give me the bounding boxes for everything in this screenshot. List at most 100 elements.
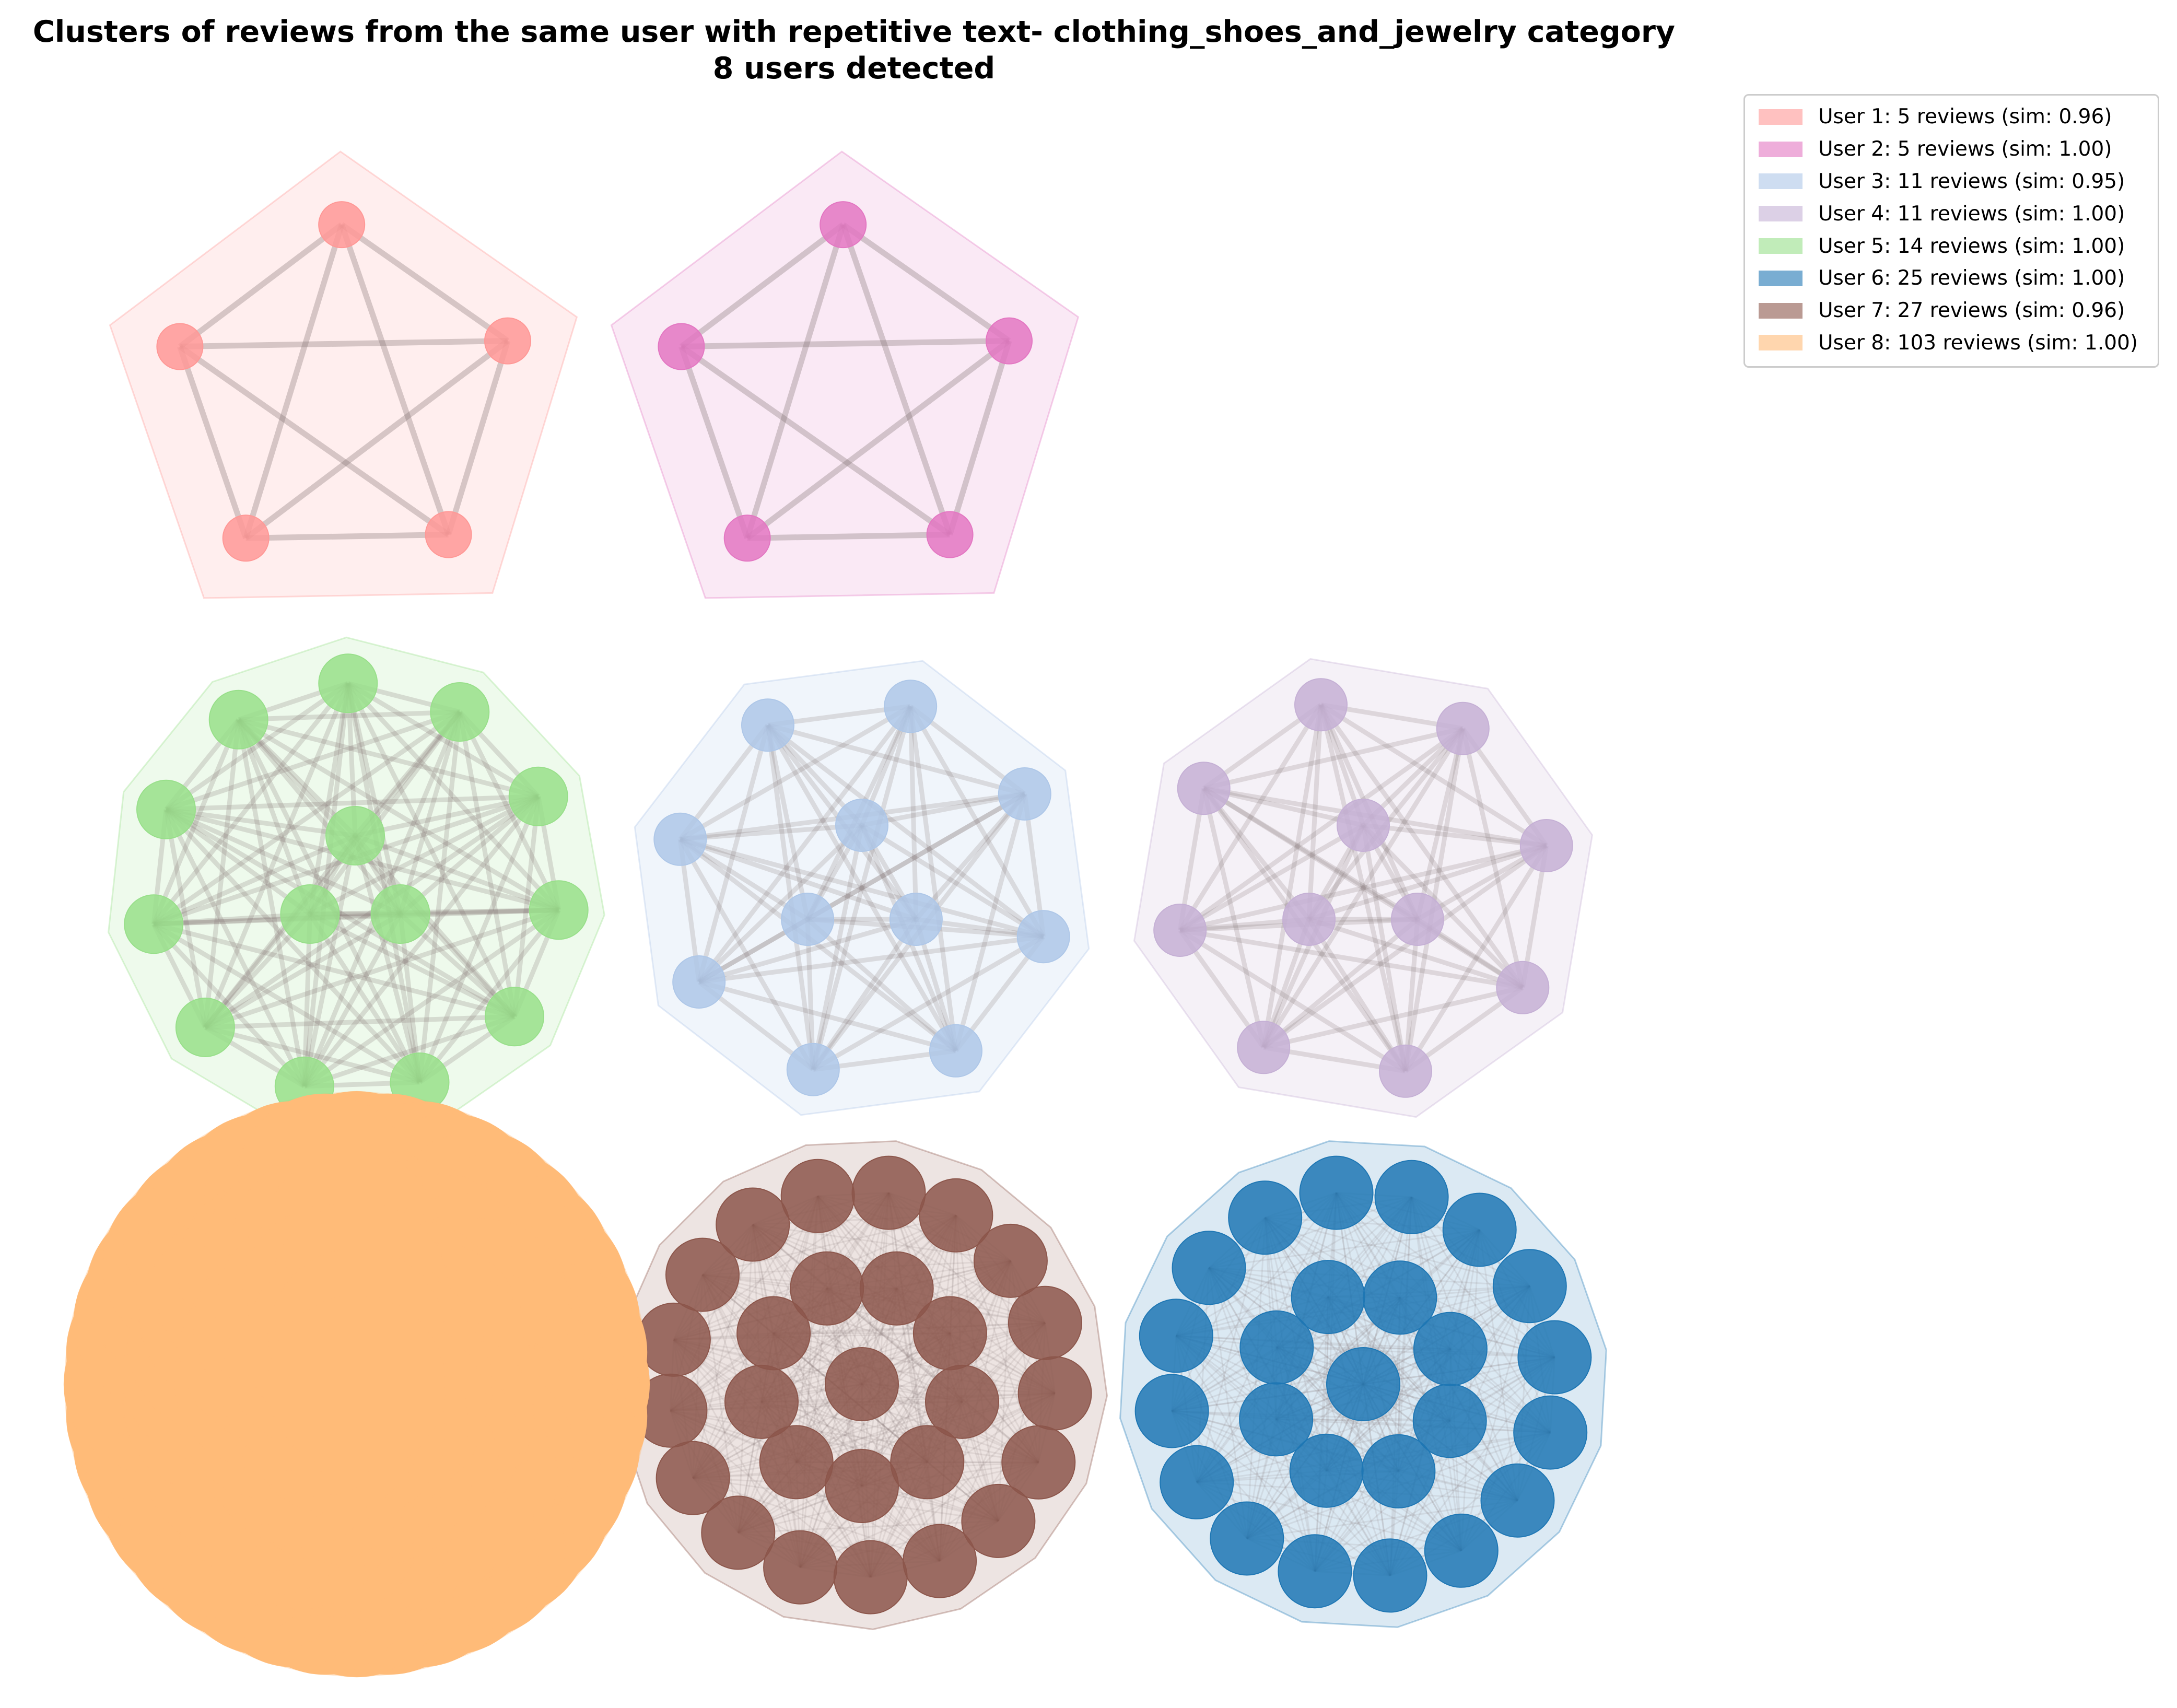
edge	[1202, 787, 1311, 921]
review-node	[825, 1347, 899, 1421]
review-node	[1442, 1192, 1517, 1267]
review-node	[222, 514, 270, 562]
edge	[417, 711, 462, 1083]
edge	[1178, 727, 1465, 932]
edge	[1361, 825, 1408, 1072]
edge	[302, 913, 403, 1087]
edge	[1208, 1267, 1462, 1551]
edge	[795, 1260, 1011, 1463]
edge	[752, 1224, 863, 1487]
edge	[673, 1339, 801, 1568]
edge	[1479, 1230, 1518, 1501]
review-node	[851, 1155, 926, 1230]
review-node	[1282, 893, 1336, 946]
edge	[773, 1332, 941, 1562]
edge	[870, 1393, 1056, 1578]
edge	[747, 532, 950, 541]
edge	[417, 908, 561, 1084]
edge	[1176, 1335, 1518, 1502]
review-node	[665, 1237, 740, 1312]
edge	[302, 794, 541, 1088]
edge	[1202, 786, 1419, 921]
edge	[1314, 1192, 1338, 1572]
edge	[1172, 1410, 1551, 1434]
edge	[164, 808, 422, 1084]
edge	[1179, 928, 1524, 990]
review-node	[763, 1530, 838, 1605]
review-node	[653, 812, 707, 866]
legend-label-user-1: User 1: 5 reviews (sim: 0.96)	[1818, 105, 2112, 129]
edge	[457, 711, 517, 1017]
edge	[997, 1260, 1012, 1521]
legend-item-user-5: User 5: 14 reviews (sim: 1.00)	[1759, 230, 2144, 262]
edge	[670, 1260, 1011, 1412]
edge	[698, 934, 1044, 985]
edge	[353, 835, 422, 1083]
edge	[896, 1288, 941, 1561]
cluster-user-4	[1153, 678, 1573, 1098]
edge	[236, 719, 307, 1087]
edge	[670, 1332, 951, 1412]
edge	[1263, 985, 1524, 1050]
edge	[752, 1224, 928, 1463]
legend-swatch-user-8	[1759, 335, 1803, 351]
legend: User 1: 5 reviews (sim: 0.96) User 2: 5 …	[1743, 94, 2159, 368]
edge	[811, 706, 913, 1070]
review-node	[124, 894, 184, 954]
review-node	[1289, 1433, 1364, 1508]
edge	[237, 718, 403, 916]
review-node	[529, 880, 589, 940]
review-node	[425, 511, 472, 558]
legend-item-user-1: User 1: 5 reviews (sim: 0.96)	[1759, 101, 2144, 133]
edge	[309, 911, 516, 1019]
review-node	[1424, 1513, 1499, 1588]
review-node	[1363, 1260, 1437, 1335]
review-node	[929, 1024, 982, 1078]
edge	[692, 1288, 897, 1479]
edge	[806, 917, 957, 1053]
edge	[765, 724, 810, 920]
edge	[861, 1260, 1012, 1487]
edge	[204, 907, 560, 1030]
legend-label-user-4: User 4: 11 reviews (sim: 1.00)	[1818, 202, 2125, 226]
review-node	[973, 1223, 1048, 1298]
legend-item-user-2: User 2: 5 reviews (sim: 1.00)	[1759, 133, 2144, 166]
edge	[766, 723, 1045, 939]
edge	[738, 1288, 897, 1534]
edge	[765, 724, 816, 1070]
edge	[692, 1332, 951, 1479]
review-node	[701, 1495, 776, 1570]
edge	[1262, 844, 1548, 1049]
legend-label-user-3: User 3: 11 reviews (sim: 0.95)	[1818, 169, 2125, 193]
review-node	[1239, 1382, 1314, 1457]
review-node	[1134, 1374, 1209, 1448]
edge	[1179, 843, 1547, 933]
edge	[1318, 704, 1408, 1072]
edge	[346, 682, 561, 912]
review-node	[672, 955, 726, 1009]
review-node	[318, 201, 366, 249]
edge	[693, 1401, 963, 1479]
edge	[303, 908, 560, 1089]
edge	[761, 1392, 1055, 1403]
edge	[1327, 1296, 1462, 1551]
review-node	[741, 698, 794, 752]
edge	[1178, 823, 1365, 932]
review-node	[1517, 1320, 1592, 1395]
edge	[1176, 1335, 1450, 1422]
cluster-hull-user-3	[634, 660, 1090, 1116]
edge	[773, 1332, 1055, 1394]
review-node	[1139, 1298, 1213, 1373]
edge	[1415, 728, 1466, 920]
review-node	[1337, 799, 1390, 852]
edge	[702, 1274, 928, 1463]
review-node	[1008, 1285, 1082, 1360]
review-node	[1017, 1356, 1092, 1431]
edge	[698, 979, 957, 1054]
edge	[238, 709, 460, 722]
edge	[680, 823, 862, 842]
edge	[947, 340, 1012, 536]
edge	[1171, 1410, 1391, 1576]
edge	[1178, 928, 1407, 1073]
